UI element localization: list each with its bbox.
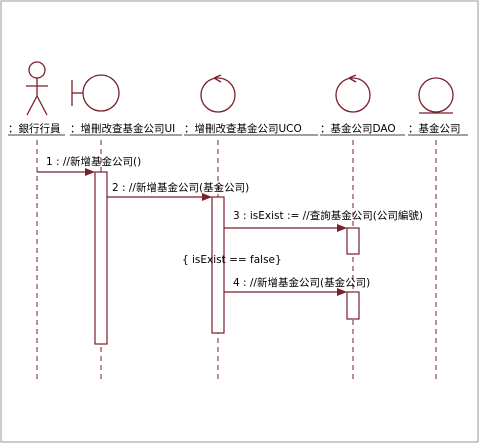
activation-dao-1 [346,227,360,255]
dao-control-icon [335,74,371,113]
participant-label-actor: ：銀行行員 [8,122,61,135]
activation-bars [94,171,360,345]
activation-dao-2 [346,291,360,320]
message-label-2: 2 : //新增基金公司(基金公司) [112,181,249,194]
control-icon [200,74,236,113]
message-label-4: 4 : //新增基金公司(基金公司) [233,276,370,289]
message-label-3: 3 : isExist := //查詢基金公司(公司編號) [233,209,423,222]
message-arrows [37,168,347,296]
activation-ui [94,171,108,345]
participant-label-uco: ：增刪改查基金公司UCO [184,122,302,135]
actor-icon [26,61,48,116]
participant-label-dao: ：基金公司DAO [320,122,396,135]
entity-icon [418,77,454,114]
guard-condition: { isExist == false} [182,254,282,266]
boundary-icon [71,74,120,112]
participant-label-ui: ：增刪改查基金公司UI [70,122,175,135]
activation-uco [211,196,225,334]
message-label-1: 1 : //新增基金公司() [46,155,141,168]
participant-label-entity: ：基金公司 [408,122,461,135]
